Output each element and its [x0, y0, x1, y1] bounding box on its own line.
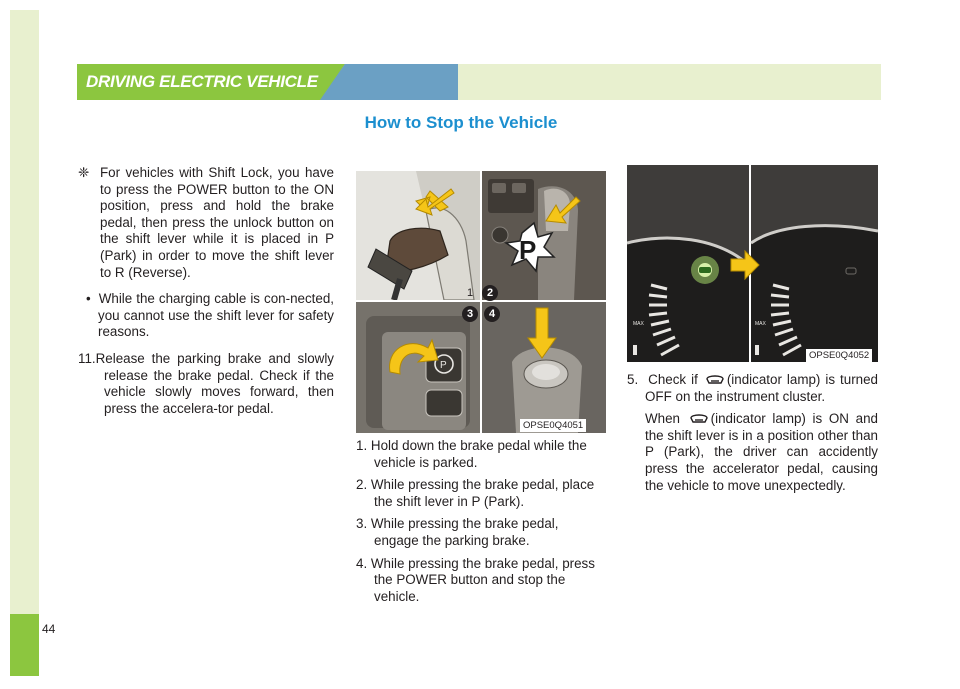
step-number: 11. [78, 350, 96, 366]
image-ref-right: OPSE0Q4052 [806, 349, 873, 362]
charging-cable-bullet: • While the charging cable is con-nected… [86, 291, 334, 340]
header-accent [320, 64, 458, 100]
step-5: 5. Check if (indicator lamp) is turned O… [627, 372, 878, 405]
step-text: While pressing the brake pedal, place th… [370, 477, 595, 509]
page-sidebar [10, 10, 39, 614]
shift-lock-note: ❈ For vehicles with Shift Lock, you have… [78, 165, 334, 281]
step-number: 4. [356, 555, 368, 571]
gauge-max-label: MAX [755, 321, 767, 327]
page-title: How to Stop the Vehicle [364, 113, 558, 132]
shift-lever-photo: P [482, 171, 606, 300]
step-3: 3. While pressing the brake pedal, engag… [356, 516, 606, 549]
step-number: 3. [356, 516, 368, 532]
middle-column: 1. Hold down the brake pedal while the v… [356, 438, 606, 611]
right-column: 5. Check if (indicator lamp) is turned O… [627, 372, 878, 500]
step-number: 5. [627, 372, 639, 387]
callout-2: 2 [482, 285, 498, 301]
step-text: Hold down the brake pedal while the vehi… [370, 438, 587, 470]
power-button-photo [482, 302, 606, 433]
page-sidebar-tab [10, 614, 39, 676]
left-column: ❈ For vehicles with Shift Lock, you have… [78, 165, 334, 427]
lamp-warning: When (indicator lamp) is ON and the shif… [627, 411, 878, 494]
note-symbol: ❈ [78, 165, 90, 180]
callout-3: 3 [462, 306, 478, 322]
parking-brake-photo: P [356, 302, 480, 433]
page-number: 44 [42, 622, 56, 636]
callout-4: 4 [484, 306, 500, 322]
header-tab [77, 64, 345, 100]
svg-text:P: P [440, 360, 447, 371]
ready-indicator-icon [706, 375, 724, 384]
step-text: Check if [648, 372, 698, 387]
ready-indicator-icon [699, 267, 711, 273]
section-header-title: DRIVING ELECTRIC VEHICLE [86, 72, 318, 91]
step-4: 4. While pressing the brake pedal, press… [356, 556, 606, 606]
note-text: For vehicles with Shift Lock, you have t… [100, 165, 334, 280]
step-text: While pressing the brake pedal, press th… [370, 555, 595, 604]
warning-text: (indicator lamp) is ON and the shift lev… [645, 411, 878, 493]
gauge-max-label: MAX [633, 321, 645, 327]
step-text: While pressing the brake pedal, engage t… [370, 516, 559, 548]
brake-pedal-photo [356, 171, 480, 300]
image-ref-middle: OPSE0Q4051 [520, 419, 587, 432]
bullet-text: While the charging cable is con-nected, … [98, 291, 334, 340]
step-2: 2. While pressing the brake pedal, place… [356, 477, 606, 510]
step-text: Release the parking brake and slowly rel… [95, 350, 334, 416]
step-number: 2. [356, 477, 368, 493]
instrument-cluster-photo: MAX MAX [627, 165, 878, 362]
callout-1: 1 [466, 287, 474, 299]
step-number: 1. [356, 438, 368, 453]
step-1: 1. Hold down the brake pedal while the v… [356, 438, 606, 471]
step-11: 11.Release the parking brake and slowly … [78, 351, 334, 417]
warning-text: When [645, 411, 680, 427]
park-letter: P [519, 235, 536, 265]
step-text: (indicator lamp) is turned OFF on the in… [645, 372, 879, 404]
ready-indicator-icon [689, 414, 708, 423]
